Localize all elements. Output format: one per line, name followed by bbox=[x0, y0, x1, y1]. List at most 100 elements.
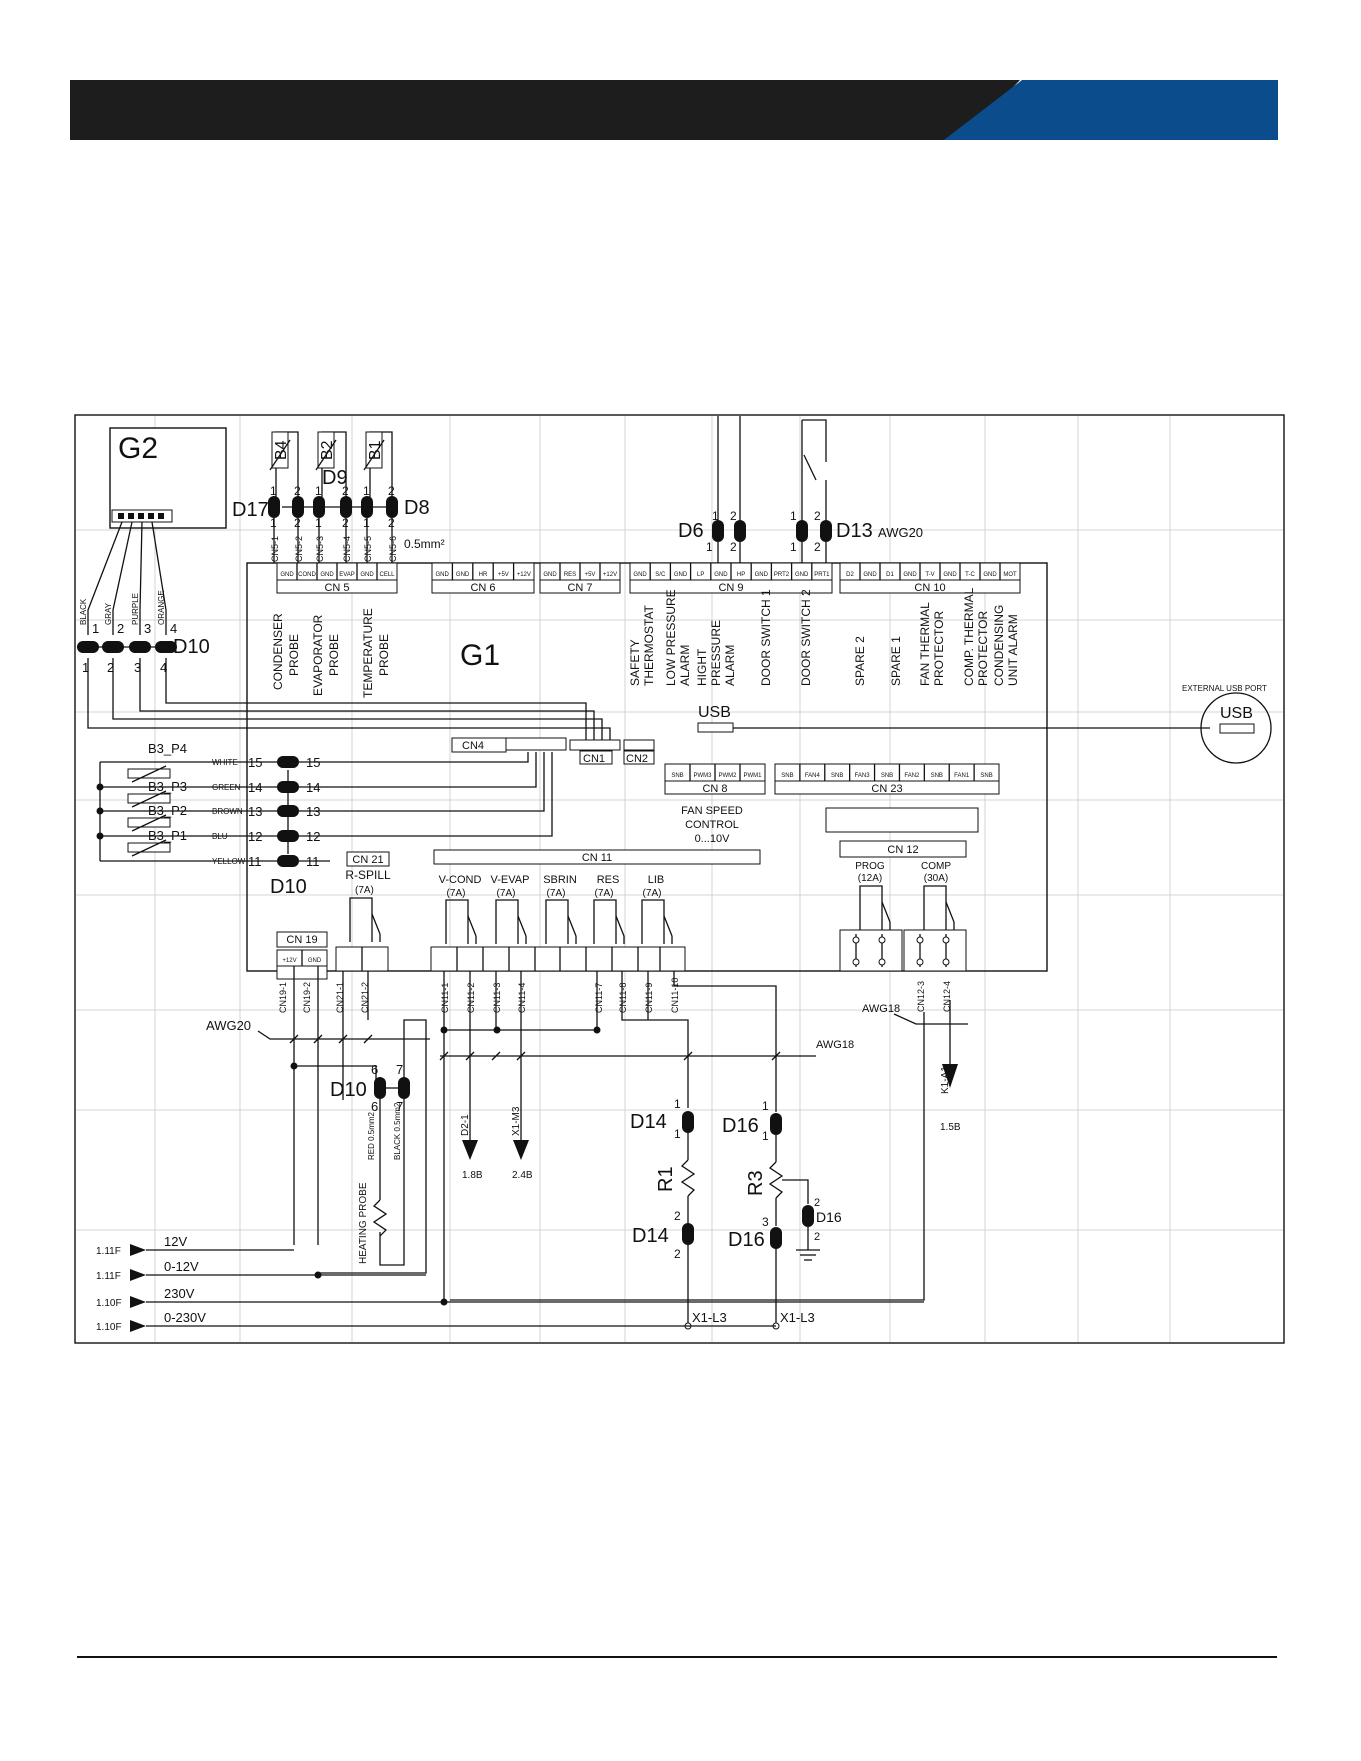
cn11-relay: V-COND bbox=[439, 874, 482, 886]
probe-B4 bbox=[271, 431, 289, 469]
cn7-term: RES bbox=[564, 572, 576, 578]
pin-num: 1 bbox=[674, 1097, 681, 1111]
d10-top-pin-4 bbox=[155, 641, 177, 653]
d6-pin-1 bbox=[712, 520, 724, 542]
cn23-term: SNB bbox=[831, 773, 843, 779]
usb-ext-plug bbox=[1219, 723, 1255, 734]
pin-num: 4 bbox=[170, 621, 177, 636]
pin-num: 1 bbox=[706, 540, 713, 554]
cn6-term: GND bbox=[456, 572, 470, 578]
pin-num: 1 bbox=[790, 540, 797, 554]
b3-label: B3_P3 bbox=[148, 779, 187, 794]
cn12-relay: COMP bbox=[921, 861, 951, 872]
cn11-pin-tag: CN11-2 bbox=[466, 983, 476, 1013]
cn12-box bbox=[839, 840, 967, 858]
cn7-term: +12V bbox=[603, 572, 617, 578]
pin-num: 2 bbox=[342, 484, 349, 498]
cn10-term: T-C bbox=[965, 572, 975, 578]
external-usb-port[interactable] bbox=[1200, 692, 1272, 764]
cn5-term: EVAP bbox=[339, 572, 355, 578]
evaporator-probe-label: PROBE bbox=[327, 634, 341, 676]
cn23-term: SNB bbox=[881, 773, 893, 779]
pin-num: 2 bbox=[107, 660, 114, 675]
input-label: COMP. THERMAL bbox=[962, 587, 976, 686]
cn8-desc: 0...10V bbox=[695, 833, 731, 845]
pin-num: 6 bbox=[371, 1062, 378, 1077]
pin-num: 2 bbox=[730, 509, 737, 523]
cn23-term: FAN1 bbox=[954, 773, 970, 779]
input-label: SAFETY bbox=[628, 639, 642, 686]
input-label: LOW PRESSURE bbox=[664, 589, 678, 686]
pin-num: 1 bbox=[363, 484, 370, 498]
d14-pin-1-top bbox=[682, 1111, 694, 1133]
x1-l3-label: X1-L3 bbox=[780, 1310, 815, 1325]
pin-num: 2 bbox=[674, 1247, 681, 1261]
d10-low-pin-6 bbox=[374, 1077, 386, 1099]
cn19-pin-tag: CN19-2 bbox=[302, 982, 312, 1013]
cn6-term: +5V bbox=[498, 572, 509, 578]
input-label: DOOR SWITCH 1 bbox=[759, 589, 773, 686]
cn10-term: GND bbox=[943, 572, 957, 578]
d14-top-label: D14 bbox=[630, 1111, 667, 1133]
d16-ground-label: D16 bbox=[816, 1209, 842, 1225]
input-label: SPARE 1 bbox=[889, 636, 903, 686]
g2-pin bbox=[128, 513, 134, 519]
pin-num: 7 bbox=[396, 1062, 403, 1077]
cn11-relay-5 bbox=[640, 898, 641, 899]
condenser-probe-label: CONDENSER bbox=[271, 613, 285, 690]
cn12-relay: (12A) bbox=[858, 873, 882, 884]
cn5-term: CELL bbox=[379, 572, 395, 578]
cn23-term: SNB bbox=[931, 773, 943, 779]
cn5-box bbox=[276, 579, 398, 594]
probe-B2 bbox=[317, 431, 335, 469]
cn9-term: PRT2 bbox=[774, 572, 790, 578]
pin-num: 2 bbox=[814, 540, 821, 554]
d10-low-label: D10 bbox=[330, 1079, 367, 1101]
pin-num: 6 bbox=[371, 1099, 378, 1114]
cn5-term: GND bbox=[320, 572, 334, 578]
cn10-term: GND bbox=[983, 572, 997, 578]
cn8-desc: FAN SPEED bbox=[681, 805, 743, 817]
cn8-term: SNB bbox=[671, 773, 683, 779]
cn2-box bbox=[623, 750, 655, 765]
pin-num: 2 bbox=[730, 540, 737, 554]
pin-num: 1 bbox=[712, 509, 719, 523]
cn19-label: CN 19 bbox=[286, 934, 317, 946]
d9-label: D9 bbox=[322, 467, 348, 489]
g2-wire-color: ORANGE bbox=[157, 590, 166, 625]
usb-ext-label: USB bbox=[1220, 705, 1253, 722]
cn8-term: PWM2 bbox=[719, 773, 738, 779]
cn11-relay-1 bbox=[444, 898, 445, 899]
output-tag: K1-A1 bbox=[940, 1066, 951, 1094]
cn6-term: HR bbox=[479, 572, 488, 578]
pin-num: 2 bbox=[674, 1209, 681, 1223]
r-spill-relay bbox=[348, 896, 349, 897]
supply-label: 0-12V bbox=[164, 1259, 199, 1274]
cn10-term: D1 bbox=[886, 572, 894, 578]
cn11-relay-4 bbox=[592, 898, 593, 899]
d6-label: D6 bbox=[678, 520, 704, 542]
cn6-term: GND bbox=[436, 572, 450, 578]
cn9-term: GND bbox=[633, 572, 647, 578]
pin-num: 1 bbox=[82, 660, 89, 675]
cn12-pin-tag: CN12-3 bbox=[916, 981, 926, 1012]
cn2-label: CN2 bbox=[626, 753, 648, 765]
cn8-desc: CONTROL bbox=[685, 819, 739, 831]
pin-num: 1 bbox=[92, 621, 99, 636]
pin-num: 3 bbox=[762, 1215, 769, 1229]
cn11-relay: SBRIN bbox=[543, 874, 577, 886]
g2-label: G2 bbox=[118, 432, 158, 465]
cn11-pin-tag: CN11-1 bbox=[440, 983, 450, 1013]
cn23-box bbox=[774, 780, 1000, 795]
d6-pin-2 bbox=[734, 520, 746, 542]
input-label: CONDENSING bbox=[992, 605, 1006, 686]
probe-label: B4 bbox=[273, 440, 290, 460]
cn7-label: CN 7 bbox=[567, 582, 592, 594]
pin-num: 1 bbox=[270, 484, 277, 498]
pin-num: 2 bbox=[814, 1231, 820, 1243]
cn12-relay: (30A) bbox=[924, 873, 948, 884]
wire-section-label: 0.5mm² bbox=[404, 537, 445, 551]
input-label: HIGHT bbox=[695, 648, 709, 686]
d10-top-label: D10 bbox=[173, 636, 210, 658]
cn8-term: PWM3 bbox=[694, 773, 713, 779]
